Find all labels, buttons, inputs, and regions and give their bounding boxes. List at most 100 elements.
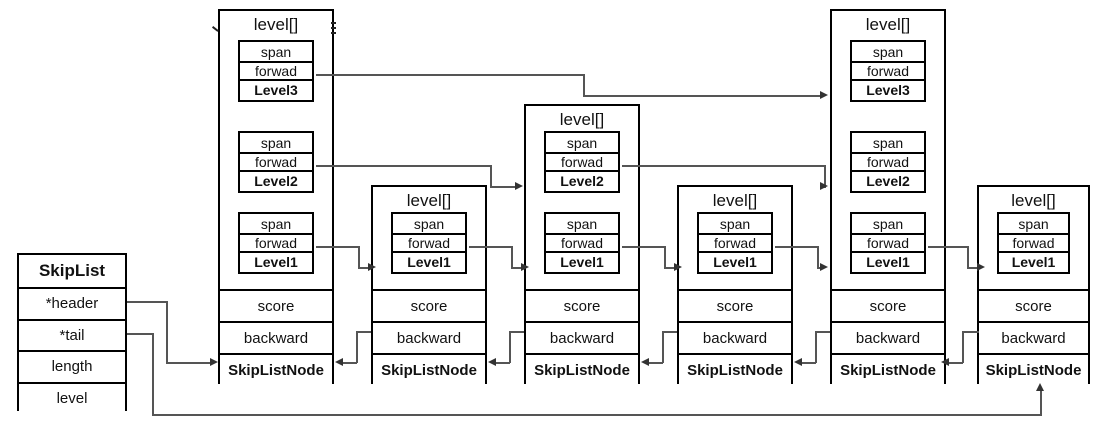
skiplist-node-5: level[] span forwad Level3 span forwad L…: [830, 9, 946, 385]
node-1-level-1-name: Level1: [240, 252, 312, 272]
node-3-level-1-forward: forwad: [546, 233, 618, 253]
wire-bw-n5-v: [815, 331, 817, 363]
wire-tail-h2: [152, 414, 1042, 416]
wire-l1-n4-h1: [775, 246, 818, 248]
node-4-levels-title: level[]: [712, 191, 758, 210]
node-2-backward: backward: [373, 321, 485, 353]
node-1-level-2-forward: forwad: [240, 152, 312, 172]
arrow-l1-n2-to-n3: [521, 263, 529, 271]
skiplist-field-header: *header: [19, 287, 125, 319]
wire-l1-n4-v: [817, 246, 819, 268]
wire-l1-n2-v: [511, 246, 513, 268]
node-3-level-1-block: span forwad Level1: [544, 212, 620, 274]
arrow-l2-n3-to-n5: [820, 182, 828, 190]
artifact-mark-right-3: [331, 32, 336, 34]
node-1-levels-area: level[] span forwad Level3 span forwad L…: [220, 11, 332, 289]
node-3-level-2-name: Level2: [546, 171, 618, 191]
node-2-level-1-forward: forwad: [393, 233, 465, 253]
node-1-level-3-block: span forwad Level3: [238, 40, 314, 102]
wire-l1-n5-h2: [967, 267, 979, 269]
wire-bw-n4-h2: [647, 362, 663, 364]
node-5-level-2-block: span forwad Level2: [850, 131, 926, 193]
node-4-levels-area: level[] span forwad Level1: [679, 187, 791, 289]
wire-tail-v2: [1040, 390, 1042, 415]
node-5-level-2-span: span: [852, 133, 924, 153]
node-5-levels-title: level[]: [865, 15, 911, 34]
node-1-name: SkipListNode: [220, 353, 332, 385]
node-4-backward: backward: [679, 321, 791, 353]
node-4-name: SkipListNode: [679, 353, 791, 385]
node-3-levels-title: level[]: [559, 110, 605, 129]
arrow-bw-n5-to-n4: [794, 358, 802, 366]
node-6-level-1-name: Level1: [999, 252, 1068, 272]
wire-bw-n5-h1: [815, 331, 830, 333]
node-5-level-1-block: span forwad Level1: [850, 212, 926, 274]
wire-bw-n3-h1: [509, 331, 524, 333]
node-3-score: score: [526, 289, 638, 321]
wire-l1-n5-v: [967, 246, 969, 268]
node-1-levels-title: level[]: [253, 15, 299, 34]
skiplist-field-level: level: [19, 381, 125, 413]
wire-l1-n2-h1: [469, 246, 512, 248]
wire-bw-n2-h1: [356, 331, 371, 333]
node-2-name: SkipListNode: [373, 353, 485, 385]
node-1-level-3-forward: forwad: [240, 61, 312, 81]
node-5-score: score: [832, 289, 944, 321]
wire-l2-n1-v: [490, 165, 492, 187]
node-5-level-3-block: span forwad Level3: [850, 40, 926, 102]
wire-bw-n3-h2: [494, 362, 510, 364]
wire-bw-n5-h2: [800, 362, 816, 364]
node-2-level-1-span: span: [393, 214, 465, 234]
wire-l1-n2-h2: [511, 267, 523, 269]
wire-l3-n1-h2: [583, 95, 823, 97]
skiplist-node-2: level[] span forwad Level1 score backwar…: [371, 185, 487, 385]
node-2-levels-title: level[]: [406, 191, 452, 210]
node-4-level-1-span: span: [699, 214, 771, 234]
node-6-level-1-block: span forwad Level1: [997, 212, 1070, 274]
wire-l2-n1-h2: [490, 186, 517, 188]
node-6-level-1-span: span: [999, 214, 1068, 234]
node-4-score: score: [679, 289, 791, 321]
skiplist-node-4: level[] span forwad Level1 score backwar…: [677, 185, 793, 385]
wire-l2-n3-h1: [622, 165, 825, 167]
node-5-backward: backward: [832, 321, 944, 353]
node-1-level-1-span: span: [240, 214, 312, 234]
node-1-score: score: [220, 289, 332, 321]
node-2-score: score: [373, 289, 485, 321]
node-1-level-1-forward: forwad: [240, 233, 312, 253]
node-2-levels-area: level[] span forwad Level1: [373, 187, 485, 289]
node-4-level-1-forward: forwad: [699, 233, 771, 253]
node-5-level-1-name: Level1: [852, 252, 924, 272]
node-1-backward: backward: [220, 321, 332, 353]
wire-l3-n1-h1: [316, 74, 584, 76]
node-4-level-1-block: span forwad Level1: [697, 212, 773, 274]
node-3-backward: backward: [526, 321, 638, 353]
wire-l3-n1-v: [583, 74, 585, 96]
node-5-level-3-span: span: [852, 42, 924, 62]
node-1-level-2-span: span: [240, 133, 312, 153]
node-3-level-2-forward: forwad: [546, 152, 618, 172]
wire-l2-n1-h1: [316, 165, 491, 167]
arrow-bw-n3-to-n2: [488, 358, 496, 366]
skiplist-struct-box: SkipList *header *tail length level: [17, 253, 127, 413]
arrow-tail-to-node6: [1036, 383, 1044, 391]
node-6-levels-title: level[]: [1011, 191, 1056, 210]
wire-bw-n3-v: [509, 331, 511, 363]
node-5-level-2-name: Level2: [852, 171, 924, 191]
node-1-level-2-block: span forwad Level2: [238, 131, 314, 193]
node-2-level-1-block: span forwad Level1: [391, 212, 467, 274]
wire-l1-n5-h1: [928, 246, 968, 248]
arrow-bw-n4-to-n3: [641, 358, 649, 366]
wire-tail-h1: [127, 333, 153, 335]
node-6-levels-area: level[] span forwad Level1: [979, 187, 1088, 289]
arrow-bw-n6-to-n5: [941, 358, 949, 366]
node-6-name: SkipListNode: [979, 353, 1088, 385]
node-3-level-2-block: span forwad Level2: [544, 131, 620, 193]
wire-l1-n1-v: [358, 246, 360, 268]
wire-l1-n3-v: [664, 246, 666, 268]
node-5-level-1-forward: forwad: [852, 233, 924, 253]
node-3-level-1-name: Level1: [546, 252, 618, 272]
skiplist-node-6: level[] span forwad Level1 score backwar…: [977, 185, 1090, 385]
wire-header-h1: [127, 301, 167, 303]
